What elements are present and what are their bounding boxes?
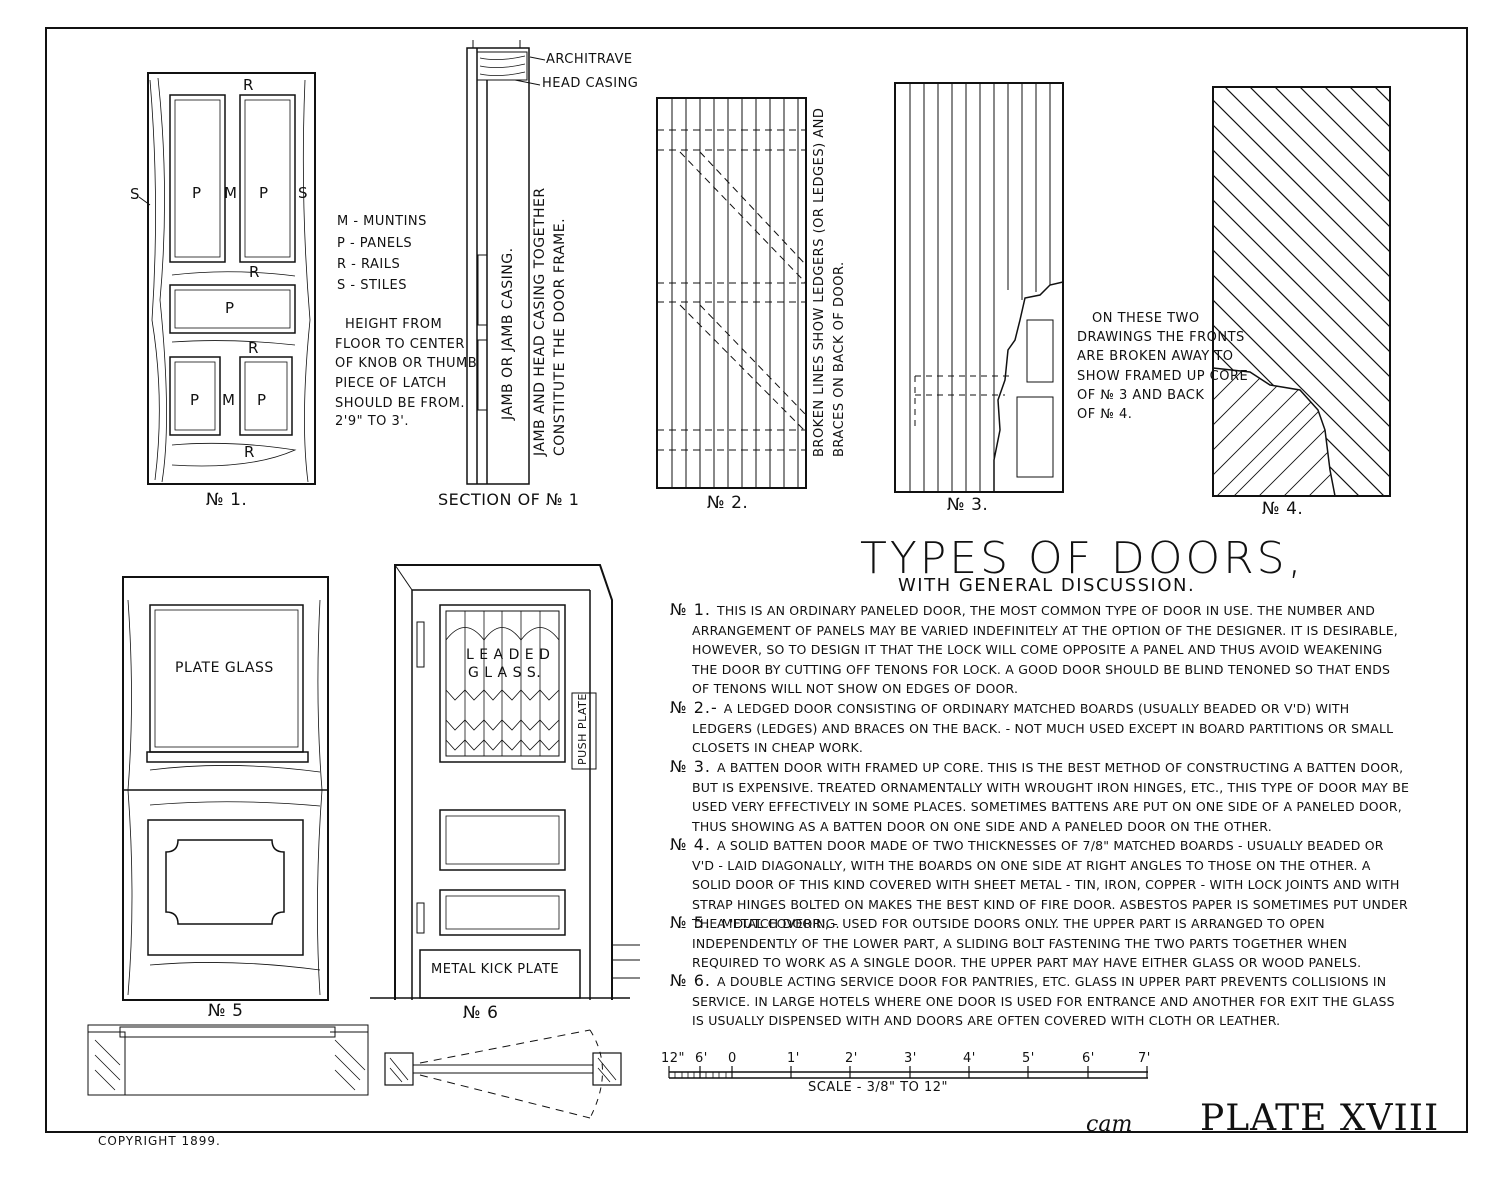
broken-note-line: OF № 4.	[1077, 407, 1133, 422]
height-note-line: FLOOR TO CENTER	[335, 337, 465, 352]
broken-note-line: ARE BROKEN AWAY TO	[1077, 349, 1234, 364]
discussion-number: № 3.	[670, 757, 711, 776]
door-1-panel-label: P	[225, 299, 235, 317]
scale-tick-label: 4'	[963, 1051, 976, 1066]
height-note-line: PIECE OF LATCH	[335, 376, 447, 391]
discussion-number: № 6.	[670, 971, 711, 990]
door-3-drawing	[894, 82, 1064, 493]
broken-note-line: ON THESE TWO	[1092, 311, 1200, 326]
door-1-stile-label-right: S	[298, 184, 309, 202]
scale-tick-label: 7'	[1138, 1051, 1151, 1066]
door-1-rail-label: R	[244, 443, 255, 461]
discussion-number: № 2.-	[670, 698, 718, 717]
door-2-drawing	[656, 97, 807, 489]
door-2-note-line: BRACES ON BACK OF DOOR.	[832, 261, 847, 457]
door-4-drawing	[1212, 86, 1391, 497]
door-6-drawing	[370, 564, 640, 1119]
head-casing-label: HEAD CASING	[542, 76, 639, 91]
discussion-text: A DOUBLE ACTING SERVICE DOOR FOR PANTRIE…	[692, 974, 1395, 1029]
discussion-text: A 'DUTCH DOOR', - USED FOR OUTSIDE DOORS…	[692, 916, 1362, 971]
discussion-text: A SOLID BATTEN DOOR MADE OF TWO THICKNES…	[692, 838, 1408, 932]
page-title: TYPES OF DOORS,	[860, 533, 1305, 584]
door-1-muntin-label: M	[222, 391, 236, 409]
scale-tick-label: 6'	[1082, 1051, 1095, 1066]
scale-tick-label: 0	[728, 1051, 737, 1066]
door-1-drawing	[138, 72, 316, 485]
broken-note-line: SHOW FRAMED UP CORE	[1077, 369, 1249, 384]
legend-item: R - RAILS	[337, 257, 401, 272]
copyright: COPYRIGHT 1899.	[98, 1134, 221, 1148]
broken-note-line: OF № 3 AND BACK	[1077, 388, 1205, 403]
discussion-text: THIS IS AN ORDINARY PANELED DOOR, THE MO…	[692, 603, 1398, 697]
scale-tick-label: 1'	[787, 1051, 800, 1066]
discussion-number: № 1.	[670, 600, 711, 619]
signature: cam	[1086, 1112, 1133, 1137]
frame-note-line: JAMB AND HEAD CASING TOGETHER	[532, 187, 548, 456]
page-subtitle: WITH GENERAL DISCUSSION.	[898, 575, 1196, 596]
jamb-label: JAMB OR JAMB CASING.	[500, 247, 516, 420]
door-5-caption: № 5	[208, 1001, 244, 1021]
discussion-item-2: № 2.-A LEDGED DOOR CONSISTING OF ORDINAR…	[670, 698, 1410, 758]
door-1-rail-label: R	[248, 339, 259, 357]
scale-tick-label: 3'	[904, 1051, 917, 1066]
discussion-item-1: № 1.THIS IS AN ORDINARY PANELED DOOR, TH…	[670, 600, 1410, 699]
legend-item: S - STILES	[337, 278, 407, 293]
plate-number: PLATE XVIII	[1200, 1098, 1440, 1139]
kick-plate-label: METAL KICK PLATE	[431, 962, 560, 977]
door-3-caption: № 3.	[947, 495, 989, 515]
door-1-panel-label: P	[192, 184, 202, 202]
door-1-muntin-label: M	[224, 184, 238, 202]
discussion-item-3: № 3.A BATTEN DOOR WITH FRAMED UP CORE. T…	[670, 757, 1410, 836]
scale-tick-label: 6'	[695, 1051, 708, 1066]
broken-note-line: DRAWINGS THE FRONTS	[1077, 330, 1245, 345]
scale-tick-label: 2'	[845, 1051, 858, 1066]
plate-border	[45, 27, 1468, 1133]
discussion-item-5: № 5.A 'DUTCH DOOR', - USED FOR OUTSIDE D…	[670, 913, 1410, 973]
height-note-line: 2'9" TO 3'.	[335, 414, 410, 429]
door-5-drawing	[87, 576, 369, 1096]
discussion-number: № 4.	[670, 835, 711, 854]
height-note-line: HEIGHT FROM	[345, 317, 443, 332]
door-1-panel-label: P	[190, 391, 200, 409]
legend-item: P - PANELS	[337, 236, 413, 251]
door-2-caption: № 2.	[707, 493, 749, 513]
discussion-item-4: № 4.A SOLID BATTEN DOOR MADE OF TWO THIC…	[670, 835, 1410, 934]
scale-tick-label: 5'	[1022, 1051, 1035, 1066]
plate-glass-label: PLATE GLASS	[175, 660, 274, 676]
door-1-rail-label: R	[249, 263, 260, 281]
door-4-caption: № 4.	[1262, 499, 1304, 519]
door-1-rail-label: R	[243, 76, 254, 94]
discussion-item-6: № 6.A DOUBLE ACTING SERVICE DOOR FOR PAN…	[670, 971, 1410, 1031]
discussion-number: № 5.	[670, 913, 711, 932]
door-2-note-line: BROKEN LINES SHOW LEDGERS (OR LEDGES) AN…	[812, 107, 827, 457]
leaded-glass-label-2: G L A S S.	[468, 665, 542, 681]
scale-label: SCALE - 3/8" TO 12"	[808, 1080, 948, 1095]
scale-tick-label: 12"	[661, 1051, 686, 1066]
door-1-panel-label: P	[259, 184, 269, 202]
leaded-glass-label-1: L E A D E D	[466, 647, 551, 663]
door-1-caption: № 1.	[206, 490, 248, 510]
discussion-text: A BATTEN DOOR WITH FRAMED UP CORE. THIS …	[692, 760, 1410, 834]
frame-note-line: CONSTITUTE THE DOOR FRAME.	[552, 217, 568, 456]
legend-item: M - MUNTINS	[337, 214, 427, 229]
door-6-caption: № 6	[463, 1003, 499, 1023]
discussion-text: A LEDGED DOOR CONSISTING OF ORDINARY MAT…	[692, 701, 1394, 756]
scale-bar	[668, 1066, 1148, 1079]
height-note-line: OF KNOB OR THUMB	[335, 356, 478, 371]
push-plate-label: PUSH PLATE	[576, 693, 589, 765]
section-1-caption: SECTION OF № 1	[438, 490, 580, 509]
door-1-panel-label: P	[257, 391, 267, 409]
architrave-label: ARCHITRAVE	[546, 52, 633, 67]
section-1-drawing	[466, 40, 546, 485]
door-1-stile-label-left: S	[130, 185, 141, 203]
height-note-line: SHOULD BE FROM.	[335, 396, 466, 411]
